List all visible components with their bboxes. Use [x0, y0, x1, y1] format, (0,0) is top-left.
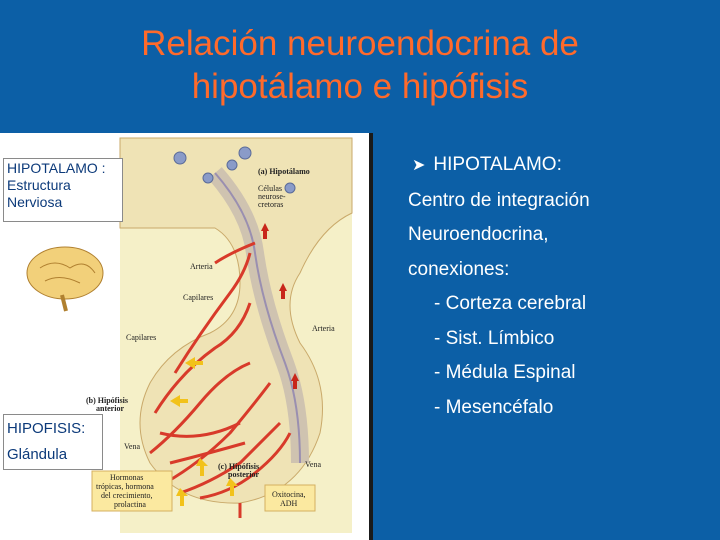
bullet-line-2: Centro de integración: [408, 189, 590, 211]
label-hormonas-1: Hormonas: [110, 473, 143, 482]
hormone-arrows: [170, 357, 238, 506]
bullet-line-4: conexiones:: [408, 258, 510, 280]
label-hipotalamo: (a) Hipotálamo: [258, 167, 310, 176]
label-celulas-3: cretoras: [258, 200, 283, 209]
hormones-box: [91, 470, 173, 512]
bullet-header-line: ➤ HIPOTALAMO:: [408, 148, 708, 184]
hipofisis-box-line-1: HIPOFISIS:: [7, 420, 86, 437]
brain-icon: [26, 246, 104, 312]
axon-arrows: [261, 223, 299, 389]
label-celulas-1: Células: [258, 184, 282, 193]
label-oxitocina-2: ADH: [280, 499, 298, 508]
label-hipofisis-posterior-1: (c) Hipófisis: [218, 462, 259, 471]
slide-title: Relación neuroendocrina de hipotálamo e …: [60, 22, 660, 108]
oxytocin-box: [264, 484, 316, 512]
label-hipofisis-anterior-2: anterior: [96, 404, 124, 413]
figure-shadow: [369, 133, 373, 540]
axon-bundle: [214, 172, 301, 464]
label-hormonas-4: prolactina: [114, 500, 146, 509]
hipotalamo-box: HIPOTALAMO : Estructura Nerviosa: [3, 158, 123, 222]
neurosecretory-cells: [173, 146, 296, 194]
label-vena-1: Vena: [124, 442, 140, 451]
label-hormonas-2: trópicas, hormona: [96, 482, 154, 491]
vessel-network: [149, 241, 292, 518]
title-line-2: hipotálamo e hipófisis: [191, 67, 529, 106]
bullet-line-3: Neuroendocrina,: [408, 224, 549, 245]
title-line-1: Relación neuroendocrina de: [141, 24, 579, 63]
label-oxitocina-1: Oxitocina,: [272, 490, 306, 499]
label-capilares-1: Capilares: [183, 293, 213, 302]
diagram-svg: (a) Hipotálamo Células neurose- cretoras…: [26, 137, 353, 533]
label-vena-2: Vena: [305, 460, 321, 469]
label-celulas-2: neurose-: [258, 192, 286, 201]
bullet-item: - Sist. Límbico: [434, 327, 555, 349]
hipofisis-box-line-2: Glándula: [7, 446, 68, 463]
label-capilares-2: Capilares: [126, 333, 156, 342]
bullet-header: HIPOTALAMO:: [433, 154, 562, 175]
label-arteria-1: Arteria: [190, 262, 213, 271]
label-hormonas-3: del crecimiento,: [101, 491, 153, 500]
bullet-list: ➤ HIPOTALAMO: Centro de integración Neuro…: [408, 148, 708, 425]
label-arteria-2: Arteria: [312, 324, 335, 333]
bullet-item: - Médula Espinal: [434, 362, 576, 383]
bullet-item: - Corteza cerebral: [434, 293, 587, 314]
arrow-bullet-icon: ➤: [412, 157, 426, 174]
neuroendocrine-diagram: (a) Hipotálamo Células neurose- cretoras…: [0, 133, 372, 540]
label-hipofisis-anterior-1: (b) Hipófisis: [86, 396, 128, 405]
label-hipofisis-posterior-2: posterior: [228, 470, 260, 479]
bullet-item: - Mesencéfalo: [434, 396, 554, 418]
hipofisis-box: HIPOFISIS: Glándula: [3, 414, 103, 470]
